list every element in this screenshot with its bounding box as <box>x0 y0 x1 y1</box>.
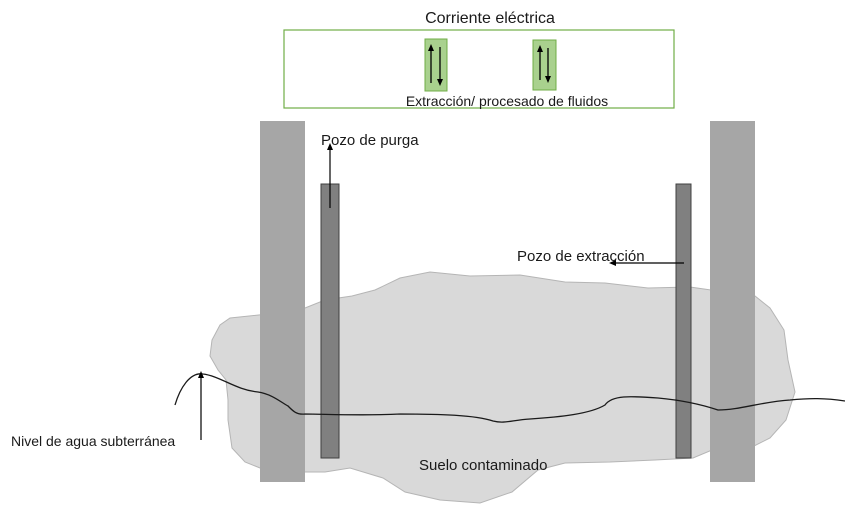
flow-exchange-icon <box>532 39 557 91</box>
left-electrode <box>260 121 305 482</box>
flow-exchange-icon <box>424 38 448 92</box>
water-table-line <box>174 373 845 423</box>
right-electrode <box>710 121 755 482</box>
fluid-processing-label: Extracción/ procesado de fluidos <box>406 93 608 109</box>
water-table-label: Nivel de agua subterránea <box>11 433 175 449</box>
extraction-well <box>675 183 692 459</box>
power-label: Corriente eléctrica <box>425 10 555 27</box>
contaminated-soil-label: Suelo contaminado <box>419 457 547 474</box>
fluid-processing-box <box>283 29 675 109</box>
extraction-well-label: Pozo de extracción <box>517 248 645 265</box>
purge-well-label: Pozo de purga <box>321 132 419 149</box>
purge-well <box>320 183 340 459</box>
